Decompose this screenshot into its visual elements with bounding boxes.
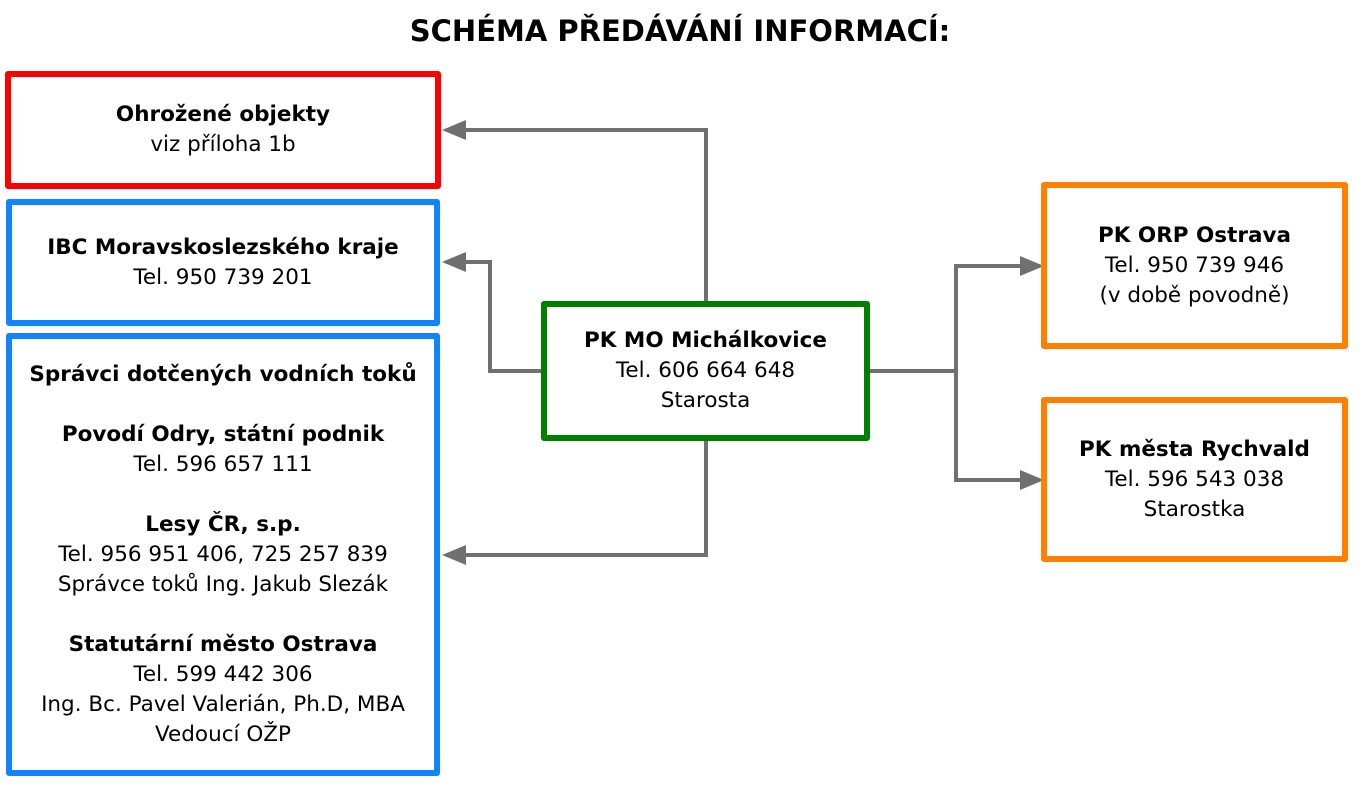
node-heading: PK ORP Ostrava: [1098, 222, 1291, 248]
node-phone: Tel. 596 543 038: [1104, 466, 1285, 492]
node-ibc: IBC Moravskoslezského kraje Tel. 950 739…: [6, 199, 440, 326]
manager-phone: Tel. 956 951 406, 725 257 839: [58, 541, 388, 567]
node-threatened-objects: Ohrožené objekty viz příloha 1b: [5, 71, 441, 189]
manager-phone: Tel. 599 442 306: [133, 661, 313, 687]
manager-name: Statutární město Ostrava: [68, 631, 378, 657]
node-role: Starostka: [1143, 496, 1246, 522]
node-heading: IBC Moravskoslezského kraje: [47, 234, 399, 260]
connector-junction-to-rychvald: [954, 371, 1044, 490]
manager-name: Povodí Odry, státní podnik: [61, 421, 385, 447]
diagram-title: SCHÉMA PŘEDÁVÁNÍ INFORMACÍ:: [409, 14, 951, 48]
node-phone: Tel. 606 664 648: [615, 358, 796, 383]
node-orp-ostrava: PK ORP Ostrava Tel. 950 739 946 (v době …: [1041, 182, 1348, 349]
manager-name: Lesy ČR, s.p.: [145, 511, 301, 537]
node-water-managers: Správci dotčených vodních toků Povodí Od…: [6, 333, 440, 776]
node-note: (v době povodně): [1099, 282, 1290, 308]
node-heading: PK města Rychvald: [1079, 436, 1310, 462]
manager-contact: Ing. Bc. Pavel Valerián, Ph.D, MBA: [41, 691, 405, 717]
node-heading: PK MO Michálkovice: [584, 328, 827, 353]
connector-junction-to-orp-ostrava: [954, 256, 1044, 371]
connector-center-to-ibc: [442, 252, 543, 373]
node-center: PK MO Michálkovice Tel. 606 664 648 Star…: [541, 301, 870, 441]
node-role: Starosta: [660, 388, 751, 413]
node-phone: Tel. 950 739 946: [1104, 252, 1285, 278]
connector-center-to-water-managers: [442, 439, 708, 565]
node-detail: viz příloha 1b: [150, 132, 296, 157]
node-phone: Tel. 950 739 201: [133, 264, 313, 290]
manager-role: Vedoucí OŽP: [155, 721, 291, 747]
connector-center-to-threatened-objects: [442, 120, 708, 302]
node-heading: Ohrožené objekty: [115, 102, 331, 127]
node-rychvald: PK města Rychvald Tel. 596 543 038 Staro…: [1041, 397, 1348, 562]
manager-phone: Tel. 596 657 111: [133, 451, 313, 477]
manager-contact: Správce toků Ing. Jakub Slezák: [57, 571, 389, 597]
node-heading: Správci dotčených vodních toků: [29, 361, 417, 387]
